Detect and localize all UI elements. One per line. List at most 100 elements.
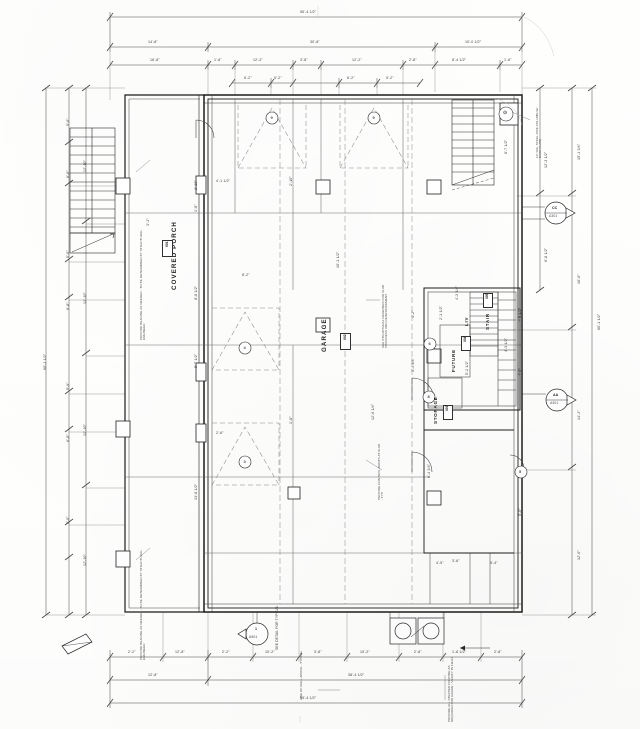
dim-left-overall: 60'-1 1/2" [43, 353, 47, 370]
dim-int-2: 1'-8" [194, 204, 198, 212]
dim-int-9: 1'-8" [289, 416, 293, 424]
detail-bubble-1-note: SEE DETAIL FOR TYPICAL [275, 605, 279, 650]
section-marker-aa-sheet: A301 [550, 401, 559, 405]
note-left-upper: PROVIDE BEARING AS NEEDED - TO BE DETERM… [139, 230, 147, 340]
dim-left-mid-3: 12'-10" [83, 424, 87, 436]
callout-number-6: 5 [519, 469, 522, 474]
dim-left-inner-1: 5'-0" [66, 118, 70, 126]
dim-bot-r1-3: 2'-2" [222, 650, 230, 654]
dim-int-17: 4'-3 1/2" [504, 337, 508, 352]
dim-top-r2-3: 10'-0 1/2" [465, 40, 482, 44]
note-slab-structural: SEE STRUCTURAL DRAWINGS FOR SLAB THICKNE… [381, 284, 389, 348]
steel-column-icon: ⊙ [503, 110, 508, 116]
section-marker-cc-id: CC [552, 206, 558, 210]
dim-right-inner-1: 12'-3 1/2" [544, 151, 548, 168]
dim-top-r3-2: 1'-8" [214, 58, 222, 62]
dim-int-18: 3'-1" [146, 218, 150, 226]
dim-left-inner-2: 6'-8" [66, 170, 70, 178]
note-control-joints: PROVIDE CONTROL JOINTS AT SLAB - TYP [377, 443, 385, 500]
dim-int-16: 5'-2 1/2" [465, 360, 469, 375]
dim-right-inner-3: 4'-5 1/2" [518, 307, 522, 322]
dim-int-24: 5'-4" [490, 561, 498, 565]
dim-bot-r2-1: 12'-8" [148, 673, 158, 677]
dim-top-r4-3: 6'-2" [347, 76, 355, 80]
dim-int-6: 10'-1 1/2" [336, 251, 340, 268]
dim-bot-r1-7: 2'-8" [414, 650, 422, 654]
room-tag-stair-value: 005 [485, 293, 490, 299]
room-label-future: FUTURE [451, 349, 456, 372]
dim-int-22: 12'-6 1/4" [371, 403, 375, 420]
note-wall-above: LINE OF WALL ABOVE - TYPICAL [299, 650, 303, 700]
dim-bot-r1-6: 10'-2" [360, 650, 370, 654]
dim-int-20: 2'-6" [216, 431, 224, 435]
room-label-garage: GARAGE [321, 318, 328, 352]
room-tag-covered-porch-value: 001 [164, 240, 169, 247]
dim-top-r3-7: 8'-4 1/2" [452, 58, 467, 62]
dim-top-r3-4: 3'-8" [300, 58, 308, 62]
dim-int-1: 2'-10" [194, 180, 198, 190]
dim-int-15: 8'-7 1/2" [504, 139, 508, 154]
dim-left-inner-7: 5'-0" [66, 516, 70, 524]
dim-right-inner-4: 4'-6" [518, 368, 522, 376]
dim-bot-r1-1: 2'-2" [128, 650, 136, 654]
dim-bot-r3-1: 55'-4 1/2" [300, 696, 317, 700]
dim-right-inner-2: 6'-8 1/2" [544, 247, 548, 262]
note-stepped-footing: PROVIDE ALL STEPPED FOOTING AS REQUIRED … [447, 657, 455, 722]
room-tag-garage-value: 002 [342, 333, 347, 340]
dim-bot-r1-9: 2'-8" [494, 650, 502, 654]
dim-int-4: 5'-7 1/2" [194, 353, 198, 368]
dim-top-r4-2: 5'-2" [274, 76, 282, 80]
dim-left-mid-1: 12'-10" [83, 160, 87, 172]
dim-top-r3-5: 12'-2" [352, 58, 362, 62]
dim-left-inner-5: 5'-0" [66, 382, 70, 390]
dim-top-r4-1: 6'-2" [244, 76, 252, 80]
dim-left-inner-6: 6'-8" [66, 434, 70, 442]
room-label-liv: LIV [464, 316, 469, 326]
section-marker-cc-sheet: A301 [549, 214, 558, 218]
dim-right-mid-1: 15'-4 3/4" [577, 143, 581, 160]
callout-number-5a: 9 [270, 115, 273, 120]
callout-number-4: 4 [243, 345, 246, 350]
room-label-stair: STAIR [485, 313, 490, 330]
room-tag-covered-porch: 001 [162, 240, 173, 257]
room-tag-storage-value: 003 [445, 405, 450, 411]
detail-bubble-1-id: 1 [255, 627, 257, 631]
dim-bot-r1-2: 12'-8" [175, 650, 185, 654]
dim-top-r4-4: 5'-2" [386, 76, 394, 80]
dim-bot-r1-4: 10'-2" [265, 650, 275, 654]
section-marker-aa-id: AA [553, 393, 559, 397]
dim-top-r3-1: 16'-8" [150, 58, 160, 62]
room-tag-future: 004 [461, 336, 471, 351]
dim-bot-r1-5: 3'-8" [314, 650, 322, 654]
dim-bot-r2-2: 38'-4 1/2" [348, 673, 365, 677]
dim-right-mid-3: 14'-4" [577, 410, 581, 420]
note-left-lower: PROVIDE BEARING AS NEEDED - TO BE DETERM… [139, 550, 147, 660]
dim-top-overall: 55'-4 1/2" [300, 10, 317, 14]
dim-int-21: 3'-6" [452, 559, 460, 563]
dim-right-inner-5: 5'-0" [518, 508, 522, 516]
dim-int-14: 6'-4 3/4" [427, 463, 431, 478]
dim-top-r3-8: 1'-8" [504, 58, 512, 62]
dim-left-inner-4: 6'-8" [66, 302, 70, 310]
room-tag-garage: 002 [340, 333, 351, 350]
dim-left-inner-3: 5'-0" [66, 250, 70, 258]
dim-int-3: 8'-8 1/2" [194, 285, 198, 300]
dim-top-r3-6: 2'-8" [409, 58, 417, 62]
dim-int-19: 4'-1 1/2" [216, 179, 231, 183]
dim-right-mid-4: 12'-0" [577, 550, 581, 560]
dim-left-mid-4: 12'-10" [83, 554, 87, 566]
dim-int-13: 4'-3 3/4" [455, 285, 459, 300]
dim-int-10: 4'-2" [411, 310, 415, 318]
dim-int-5: 13'-8 1/2" [194, 483, 198, 500]
room-tag-future-value: 004 [463, 336, 468, 342]
dim-top-r2-2: 30'-8" [310, 40, 320, 44]
note-steel-column: 10" DIA. STEEL PIPE COLUMN W/ BASE PLATE [535, 107, 543, 158]
callout-number-3: 3 [243, 459, 246, 464]
room-tag-storage: 003 [443, 405, 453, 420]
dim-right-mid-2: 16'-6" [577, 274, 581, 284]
callout-number-5b: 9 [372, 115, 375, 120]
callout-number-8: 6 [428, 341, 431, 346]
dim-top-r2-1: 14'-8" [148, 40, 158, 44]
